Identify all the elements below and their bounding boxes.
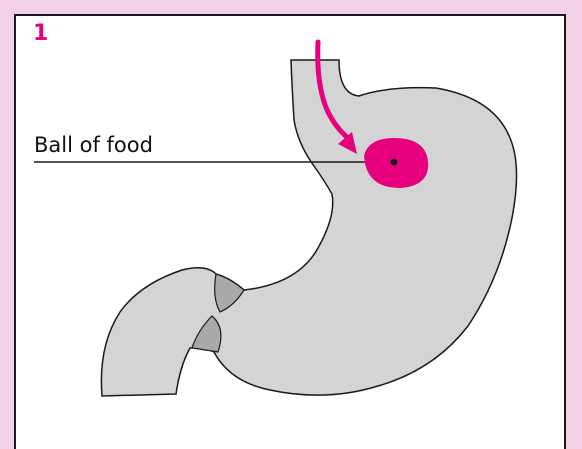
stomach-diagram	[16, 16, 566, 449]
ball-of-food-label: Ball of food	[34, 135, 153, 156]
stomach-outline	[101, 60, 516, 396]
label-pointer-dot	[391, 159, 398, 166]
diagram-panel: 1 Ball of food	[14, 14, 566, 449]
